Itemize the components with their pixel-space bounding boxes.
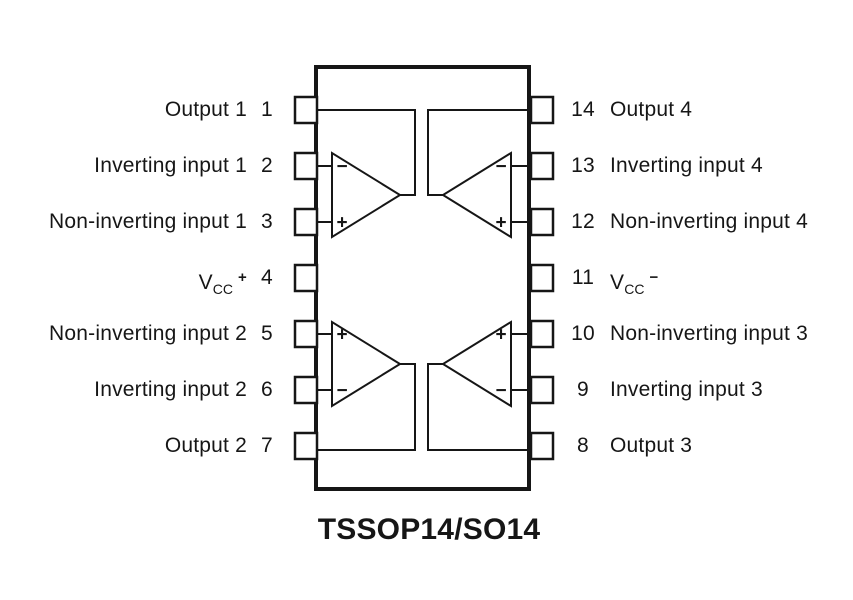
vcc-base: V — [610, 271, 625, 294]
pin-2-number: 2 — [261, 154, 273, 177]
pin-3-pad — [293, 207, 319, 237]
pin-10-pad — [529, 319, 555, 349]
pin-2-label: Inverting input 1 — [94, 154, 247, 177]
internal-wires — [317, 109, 528, 451]
opamp2-minus-icon: − — [336, 381, 347, 402]
opamp1-output-wire — [317, 109, 416, 196]
pin-1-label: Output 1 — [164, 98, 247, 121]
vcc-base: V — [198, 271, 213, 294]
chip-body — [314, 65, 531, 491]
pin-8-number: 8 — [577, 434, 589, 457]
package-caption: TSSOP14/SO14 — [317, 513, 541, 546]
pin-1-pad — [293, 95, 319, 125]
pin-6-label: Inverting input 2 — [94, 378, 247, 401]
opamp3-output-wire — [427, 363, 528, 451]
pin-7-label: Output 2 — [164, 434, 247, 457]
pin-13-label: Inverting input 4 — [610, 154, 763, 177]
pin-4-label-vcc-plus: VCC+ — [18, 265, 247, 302]
vcc-subscript: CC — [624, 281, 645, 297]
pin-7-number: 7 — [261, 434, 273, 457]
opamp3-triangle-icon — [441, 320, 512, 408]
pin-4-number: 4 — [261, 266, 273, 289]
pin-9-pad — [529, 375, 555, 405]
pin-4-pad — [293, 263, 319, 293]
pin-13-number: 13 — [571, 154, 595, 177]
pin-14-number: 14 — [571, 98, 595, 121]
opamp1-plus-icon: + — [336, 213, 347, 234]
pin-8-label: Output 3 — [610, 434, 693, 457]
opamp3-minus-icon: − — [495, 381, 506, 402]
opamp4-output-wire — [427, 109, 528, 196]
opamp4-minus-icon: − — [495, 157, 506, 178]
opamp4-plus-icon: + — [495, 213, 506, 234]
pin-9-number: 9 — [577, 378, 589, 401]
pin-pads — [293, 95, 555, 461]
polarity-signs: − + − + + − + − — [336, 157, 506, 402]
pin-2-pad — [293, 151, 319, 181]
opamp1-minus-icon: − — [336, 157, 347, 178]
vcc-plus-superscript: + — [238, 269, 247, 286]
pin-3-number: 3 — [261, 210, 273, 233]
pin-6-pad — [293, 375, 319, 405]
pin-5-number: 5 — [261, 322, 273, 345]
pin-1-number: 1 — [261, 98, 273, 121]
pin-8-pad — [529, 431, 555, 461]
pin-12-number: 12 — [571, 210, 595, 233]
pin-5-label: Non-inverting input 2 — [49, 322, 247, 345]
pin-11-pad — [529, 263, 555, 293]
pin-7-pad — [293, 431, 319, 461]
opamp2-plus-icon: + — [336, 325, 347, 346]
opamp4-triangle-icon — [441, 151, 512, 239]
vcc-subscript: CC — [212, 281, 234, 297]
opamp2-triangle-icon — [331, 320, 402, 408]
pin-11-number: 11 — [571, 266, 595, 289]
opamp3-plus-icon: + — [495, 325, 506, 346]
pin-6-number: 6 — [261, 378, 273, 401]
pin-9-label: Inverting input 3 — [610, 378, 763, 401]
pin-14-label: Output 4 — [610, 98, 693, 121]
pin-5-pad — [293, 319, 319, 349]
pin-11-label-vcc-minus: VCC− — [610, 265, 845, 302]
opamp-symbols — [331, 151, 512, 408]
opamp2-output-wire — [317, 363, 416, 451]
pin-12-pad — [529, 207, 555, 237]
pin-3-label: Non-inverting input 1 — [49, 210, 247, 233]
pin-13-pad — [529, 151, 555, 181]
pin-14-pad — [529, 95, 555, 125]
pin-10-label: Non-inverting input 3 — [610, 322, 808, 345]
pin-12-label: Non-inverting input 4 — [610, 210, 808, 233]
pin-10-number: 10 — [571, 322, 595, 345]
vcc-minus-superscript: − — [649, 269, 659, 286]
opamp1-triangle-icon — [331, 151, 402, 239]
